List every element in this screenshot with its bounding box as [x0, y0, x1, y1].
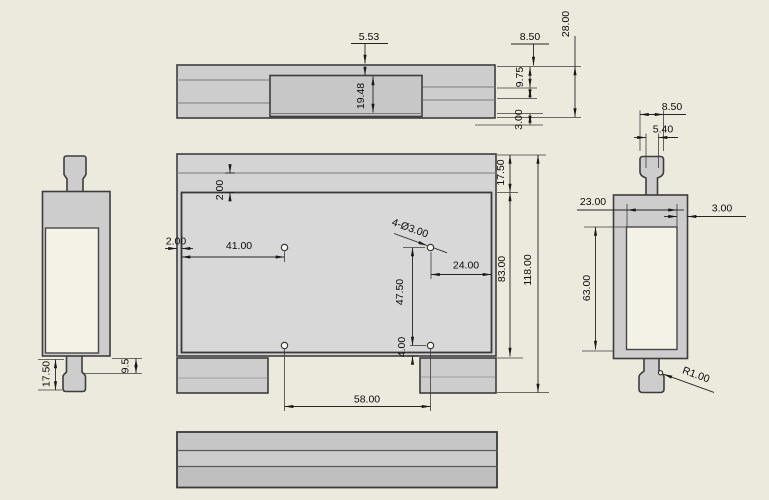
left-view-cavity — [44, 227, 100, 354]
dim-text: 118.00 — [522, 254, 534, 285]
dim-41.00: 41.00 — [181, 240, 285, 262]
dim-text: 9.75 — [514, 67, 526, 88]
dim-8.50-top: 8.50 — [511, 31, 549, 66]
dim-text: 28.00 — [560, 11, 572, 37]
dim-text: 17.50 — [41, 361, 53, 387]
dim-text: 2.00 — [214, 180, 226, 201]
dim-text: 19.48 — [355, 83, 367, 109]
bottom-view-band — [178, 451, 496, 467]
leader-line — [682, 380, 715, 393]
leader-line — [663, 373, 684, 382]
top-view-center-block — [269, 74, 423, 118]
dim-text: 83.00 — [496, 256, 508, 282]
dim-text: 23.00 — [580, 196, 606, 208]
right-view-top-tab — [639, 155, 665, 197]
dim-28.00: 28.00 — [560, 11, 577, 118]
dim-text: 17.50 — [495, 159, 507, 185]
left-side-view — [41, 155, 111, 393]
dim-r1.00: R1.00 — [657, 365, 715, 393]
hole-top-left — [280, 243, 289, 252]
bottom-view-band — [178, 467, 496, 487]
dim-text: 5.40 — [653, 124, 674, 136]
dim-text: 8.50 — [662, 101, 683, 113]
dim-2.00-left: 2.00 — [165, 236, 193, 251]
dim-text: 9.5 — [120, 359, 132, 374]
leader-line — [393, 233, 428, 246]
left-view-dimensions: 17.50 9.5 — [38, 358, 142, 391]
dim-63.00: 63.00 — [581, 226, 627, 352]
radius-marker — [657, 370, 664, 376]
dim-58.00: 58.00 — [284, 349, 431, 411]
hole-bottom-right — [426, 341, 435, 350]
dim-text: 41.00 — [226, 240, 252, 252]
front-view-right-foot — [419, 357, 497, 394]
dim-text: 63.00 — [581, 275, 593, 301]
dim-3.00-top: 3.00 — [513, 109, 532, 130]
dim-19.48: 19.48 — [355, 76, 375, 113]
dim-5.40: 5.40 — [634, 124, 678, 168]
dim-text: 24.00 — [453, 260, 479, 272]
leader-line — [433, 247, 448, 254]
dim-text: 3.00 — [712, 203, 733, 215]
dim-text: 5.53 — [359, 31, 380, 43]
top-view — [176, 64, 496, 119]
dim-17.50-left: 17.50 — [38, 359, 64, 391]
dim-24.00: 24.00 — [430, 252, 492, 279]
front-view-pocket — [180, 191, 493, 354]
left-view-bottom-tab — [62, 354, 87, 393]
dim-text: 58.00 — [354, 394, 380, 406]
hole-top-right — [426, 243, 435, 252]
dim-4.00: 4.00 — [396, 337, 426, 365]
dim-text: 47.50 — [394, 279, 406, 305]
dim-9.75: 9.75 — [514, 67, 532, 99]
dim-3.00-right: 3.00 — [664, 203, 746, 219]
dim-83.00: 83.00 — [496, 192, 512, 357]
dim-text: 2.00 — [166, 236, 187, 248]
dim-8.50-right: 8.50 — [639, 101, 686, 151]
dim-118.00: 118.00 — [522, 154, 540, 393]
front-view-dimensions: 2.00 2.00 41.00 4-Ø3.00 24.00 — [165, 154, 549, 411]
right-view-cavity — [625, 226, 678, 351]
dim-23.00: 23.00 — [577, 196, 684, 227]
hole-bottom-left — [280, 341, 289, 350]
dim-5.53: 5.53 — [351, 31, 388, 76]
dim-17.50-front: 17.50 — [495, 154, 512, 193]
dim-text: 3.00 — [513, 109, 525, 130]
dim-47.50: 47.50 — [394, 247, 425, 346]
dim-9.5: 9.5 — [84, 358, 142, 374]
dim-text: 8.50 — [520, 31, 541, 43]
left-view-top-tab — [63, 155, 87, 194]
dim-text: 4.00 — [396, 337, 408, 358]
front-view-left-foot — [176, 357, 269, 394]
dim-2.00-top: 2.00 — [214, 164, 235, 202]
bottom-view — [176, 431, 498, 489]
right-side-view — [612, 155, 689, 394]
top-view-dimensions: 5.53 19.48 8.50 9.75 3.00 — [351, 11, 581, 130]
front-view — [176, 153, 497, 394]
